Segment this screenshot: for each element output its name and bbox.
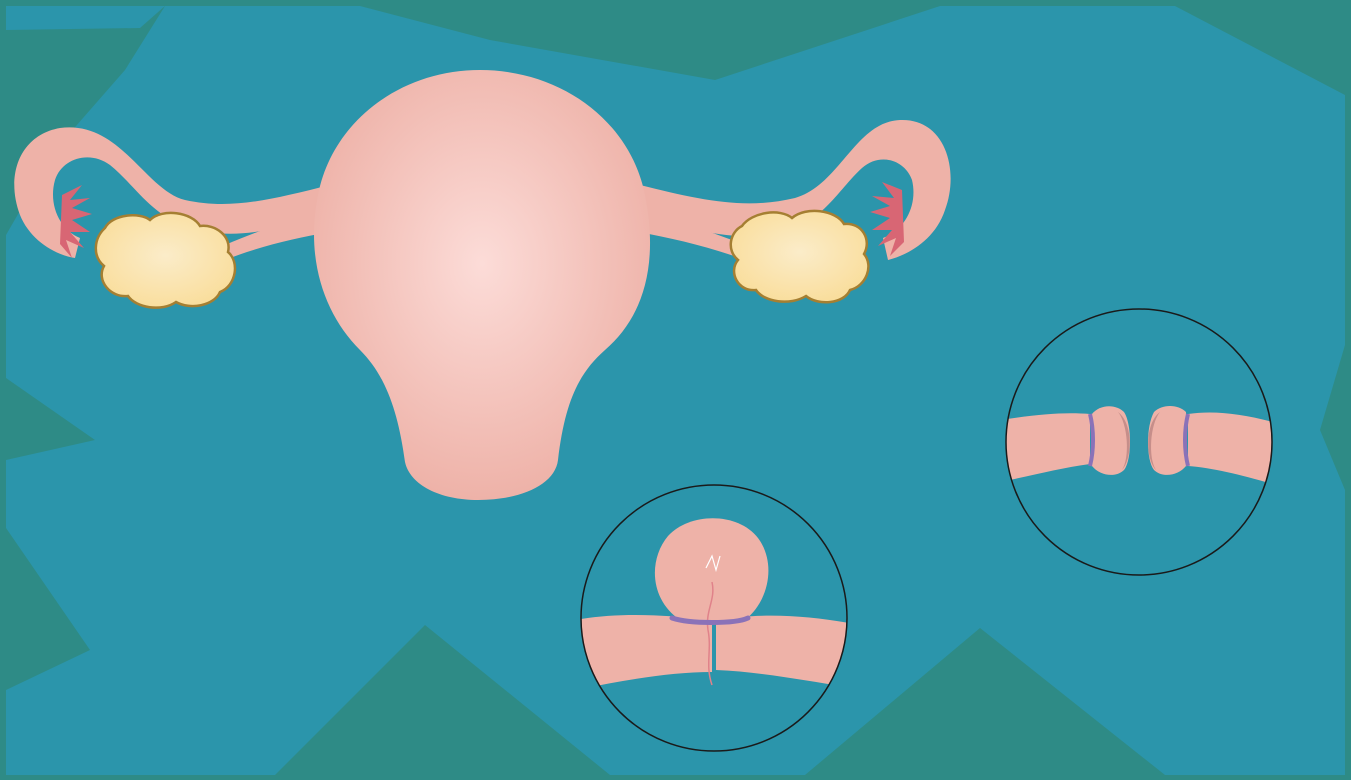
right-ovary [731,211,869,302]
left-ovary [96,213,235,308]
